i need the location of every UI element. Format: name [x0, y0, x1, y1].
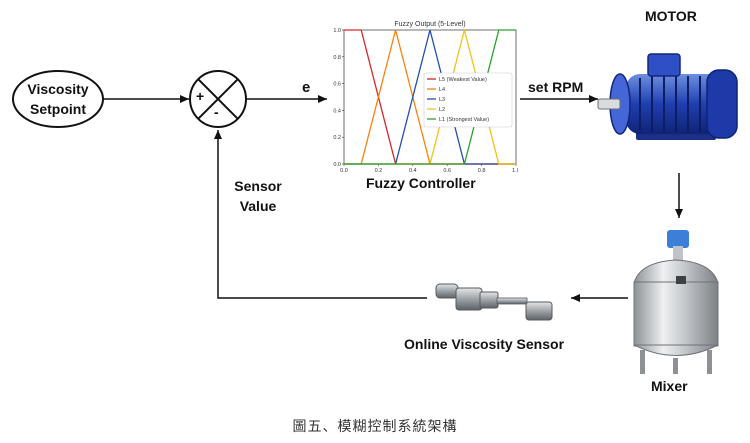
y-tick-label: 1.0	[333, 28, 341, 34]
fuzzy-output-chart: Fuzzy Output (5-Level) 0.0 0.2 0.4 0.6 0.8 1.0…	[330, 18, 518, 176]
chart-legend	[423, 72, 513, 128]
x-tick-label: 1.0	[512, 168, 518, 174]
sensor-label: Online Viscosity Sensor	[404, 336, 565, 352]
legend-entry: L1 (Strongest Value)	[439, 117, 489, 123]
legend-entry: L4	[439, 87, 445, 93]
mixer-label: Mixer	[651, 378, 688, 394]
error-label: e	[302, 79, 311, 96]
plus-sign: +	[196, 88, 205, 104]
figure-caption: 圖五、模糊控制系統架構	[292, 419, 458, 435]
x-tick-label: 0.6	[443, 168, 451, 174]
y-tick-label: 0.8	[333, 55, 341, 61]
chart-title: Fuzzy Output (5-Level)	[394, 21, 465, 28]
motor-icon	[597, 53, 738, 140]
x-tick-label: 0.0	[340, 168, 348, 174]
legend-entry: L3	[439, 97, 445, 103]
setpoint-label: Viscosity Setpoint	[27, 81, 89, 117]
x-tick-label: 0.4	[409, 168, 417, 174]
feedback-arrow	[214, 130, 427, 299]
x-tick-label: 0.2	[375, 168, 383, 174]
set-rpm-label: set RPM	[528, 79, 584, 95]
y-tick-label: 0.0	[333, 162, 341, 168]
controller-label: Fuzzy Controller	[366, 175, 476, 191]
legend-entry: L5 (Weakest Value)	[439, 77, 487, 83]
legend-entry: L2	[439, 107, 445, 113]
y-tick-label: 0.6	[333, 82, 341, 88]
x-tick-label: 0.8	[478, 168, 486, 174]
minus-sign: -	[214, 104, 219, 120]
y-tick-label: 0.4	[333, 108, 341, 114]
motor-label: MOTOR	[645, 8, 697, 24]
mixer-icon	[633, 230, 719, 374]
feedback-label: Sensor Value	[234, 178, 282, 214]
viscosity-sensor-icon	[435, 283, 553, 321]
y-tick-label: 0.2	[333, 135, 341, 141]
